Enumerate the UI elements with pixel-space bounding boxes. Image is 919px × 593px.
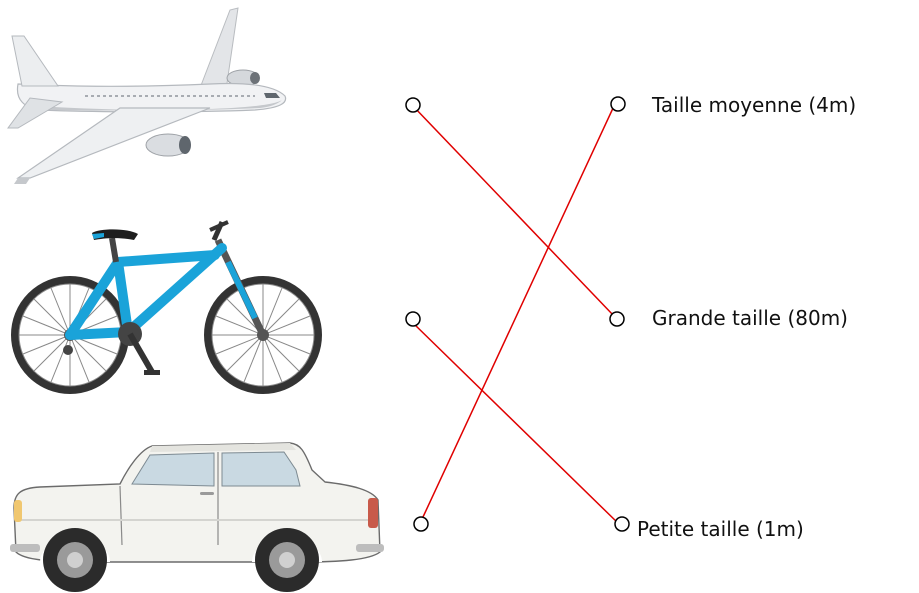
connection-line-car — [422, 105, 615, 518]
airplane-image — [7, 7, 287, 184]
bicycle-image — [11, 220, 322, 394]
connection-line-bicycle — [412, 322, 622, 527]
left-endpoint-bicycle[interactable] — [405, 311, 421, 327]
right-endpoint-medium[interactable] — [610, 96, 626, 112]
left-endpoint-airplane[interactable] — [405, 97, 421, 113]
label-small-size: Petite taille (1m) — [637, 517, 804, 541]
car-image — [10, 442, 384, 592]
right-endpoint-large[interactable] — [609, 311, 625, 327]
right-endpoint-small[interactable] — [614, 516, 630, 532]
left-endpoint-car[interactable] — [413, 516, 429, 532]
label-medium-size: Taille moyenne (4m) — [652, 93, 857, 117]
connection-line-airplane — [412, 105, 615, 317]
label-large-size: Grande taille (80m) — [652, 306, 848, 330]
